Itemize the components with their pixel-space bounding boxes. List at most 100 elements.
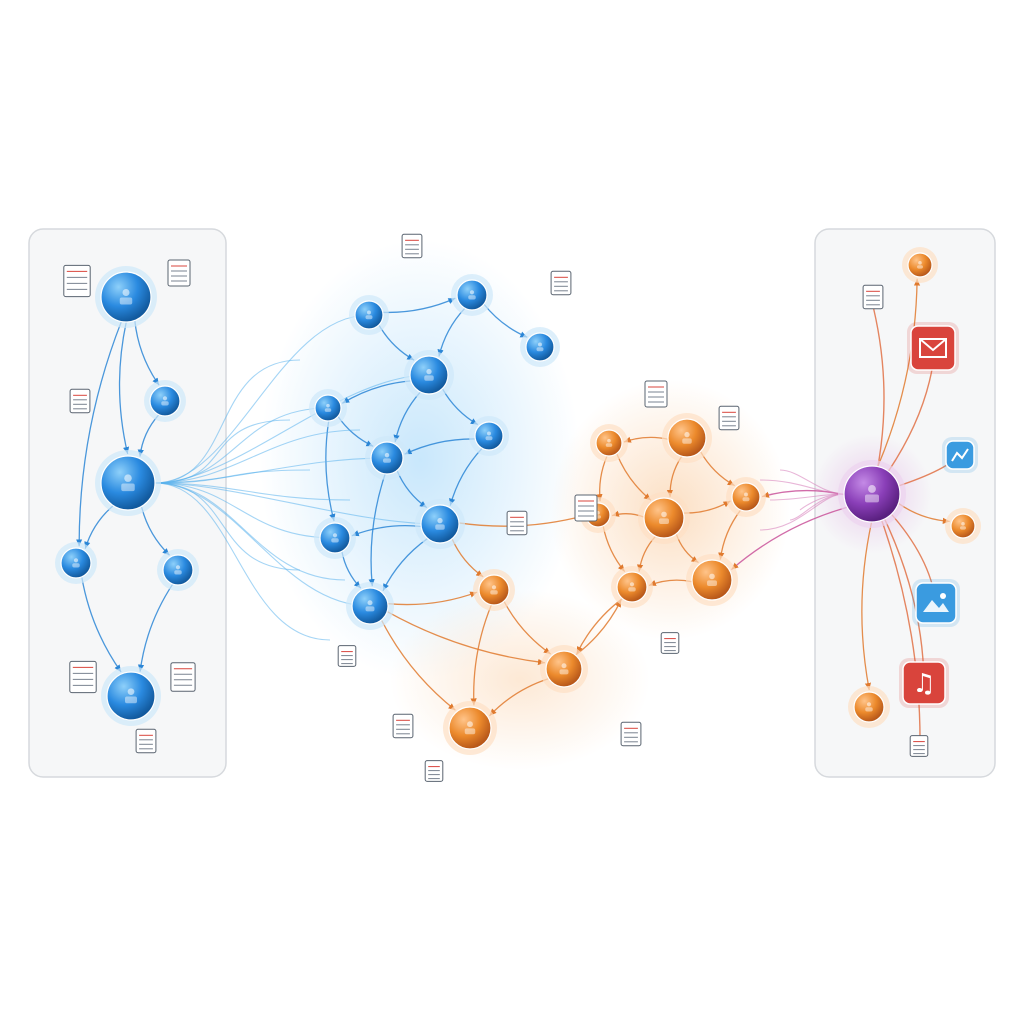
user-icon: [684, 431, 690, 438]
user-icon-body: [324, 408, 332, 412]
node-b10: [351, 587, 389, 625]
fan-edge: [154, 482, 336, 539]
user-icon: [491, 585, 497, 590]
user-icon: [918, 261, 922, 265]
edge-l5-l6: [137, 583, 174, 672]
fan-edge: [154, 482, 346, 581]
user-icon: [384, 452, 390, 458]
node-l5: [162, 554, 194, 586]
user-icon: [868, 485, 876, 493]
user-icon-body: [435, 524, 445, 530]
document-icon: [909, 735, 929, 757]
user-icon: [487, 431, 491, 436]
node-r3: [853, 691, 885, 723]
user-icon-body: [628, 587, 636, 592]
document-icon: [862, 284, 884, 310]
edge-b8-b9: [351, 525, 422, 537]
edge-b10-o10: [380, 619, 456, 711]
user-icon: [73, 558, 79, 563]
node-o3: [731, 482, 761, 512]
user-icon: [866, 702, 872, 707]
user-icon: [437, 517, 443, 524]
fan-edge: [154, 419, 291, 484]
user-icon-body: [72, 563, 80, 568]
fan-edge: [154, 482, 351, 501]
edge-b10-o8: [387, 591, 478, 606]
user-icon: [367, 600, 373, 606]
edge-p-o6: [730, 506, 848, 571]
node-o9: [545, 650, 583, 688]
user-icon: [127, 688, 135, 696]
fan-edge: [154, 469, 311, 484]
node-l4: [60, 547, 92, 579]
user-icon: [426, 368, 432, 375]
node-o10: [448, 706, 492, 750]
edge-l1-l4: [76, 321, 122, 547]
user-icon: [744, 492, 748, 497]
node-b4: [409, 355, 449, 395]
user-icon-body: [331, 538, 339, 543]
user-icon: [629, 582, 635, 587]
document-icons: [63, 233, 929, 782]
node-o1: [667, 418, 707, 458]
user-icon: [162, 396, 168, 401]
user-icon-body: [605, 443, 613, 447]
edge-b6-b7: [404, 438, 476, 455]
hub-edge: [871, 493, 921, 746]
app-icons: ♫: [899, 322, 978, 708]
user-icon-body: [119, 297, 133, 305]
node-b8: [420, 504, 460, 544]
node-r2: [950, 513, 976, 539]
user-icon-body: [707, 580, 717, 586]
node-l6: [106, 671, 156, 721]
node-p: [843, 465, 901, 523]
node-l1: [100, 271, 152, 323]
document-icon: [644, 380, 668, 408]
mail-icon: [907, 322, 959, 374]
user-icon: [561, 663, 567, 669]
node-l3: [100, 455, 156, 511]
document-icon: [63, 264, 91, 298]
user-icon-body: [464, 728, 476, 735]
user-icon: [709, 573, 715, 580]
edge-l4-l6: [81, 576, 122, 673]
node-o7: [616, 571, 648, 603]
edge-b4-b5: [341, 380, 411, 404]
user-icon-body: [424, 375, 434, 381]
music-note-icon: ♫: [899, 658, 949, 708]
edge-o7-o9: [576, 598, 623, 654]
document-icon: [69, 388, 91, 414]
user-icon-body: [383, 458, 391, 463]
edge-o8-o10: [470, 604, 493, 706]
document-icon: [401, 233, 423, 259]
user-icon: [367, 310, 371, 315]
user-icon: [961, 522, 965, 526]
edge-b8-b10: [382, 537, 429, 592]
document-icon: [506, 510, 528, 536]
user-icon-body: [485, 436, 493, 441]
document-icon: [620, 721, 642, 747]
edge-b10-o9: [386, 610, 546, 666]
fan-edge: [154, 482, 441, 525]
user-icon-body: [682, 438, 692, 444]
user-icon: [326, 403, 330, 408]
user-icon: [122, 289, 130, 296]
node-b5: [314, 394, 342, 422]
node-o8: [478, 574, 510, 606]
user-icon-body: [468, 295, 476, 300]
user-icon: [175, 565, 181, 570]
fan-edge: [154, 429, 361, 484]
node-o2: [595, 429, 623, 457]
edge-b2-b1: [382, 297, 456, 314]
user-icon-body: [536, 347, 544, 352]
edge-l1-l2: [134, 320, 160, 386]
user-icon-body: [742, 497, 750, 502]
document-icon: [167, 259, 191, 287]
document-icon: [660, 632, 680, 654]
fan-edge: [154, 482, 331, 641]
node-l2: [149, 385, 181, 417]
document-icon: [574, 494, 598, 522]
node-b7: [370, 441, 404, 475]
